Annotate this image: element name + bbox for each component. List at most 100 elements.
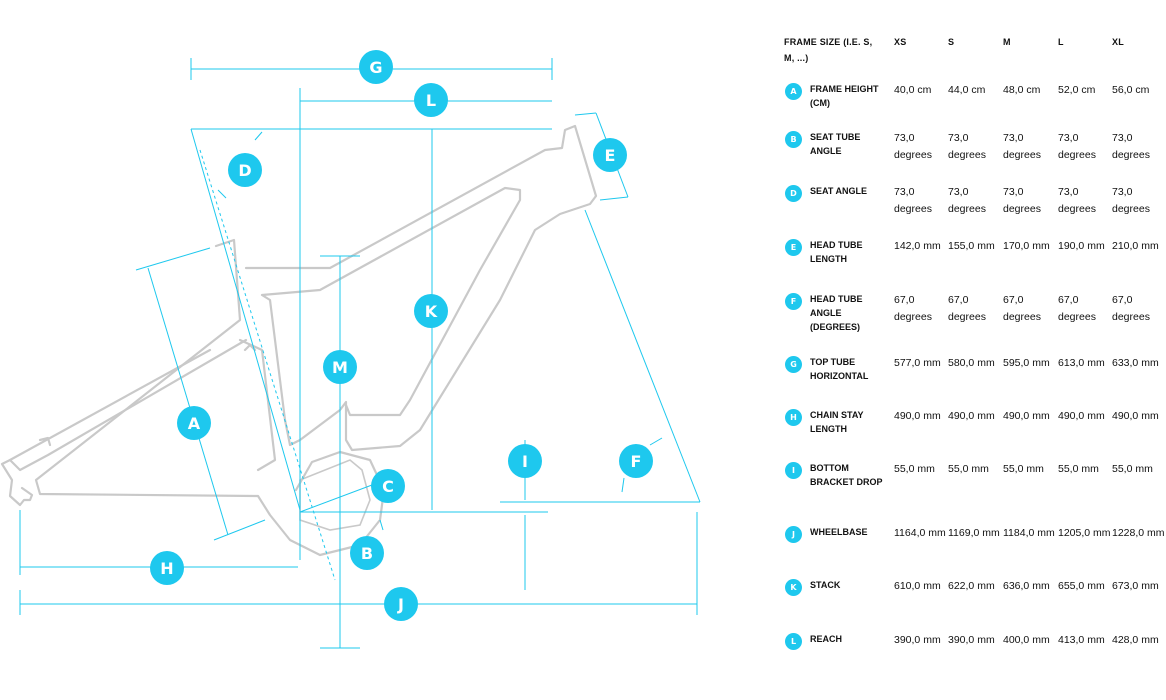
marker-j: J xyxy=(384,587,418,621)
row-value: 622,0 mm xyxy=(948,580,995,592)
row-label: FRAME HEIGHT (CM) xyxy=(810,84,879,108)
row-value: 170,0 mm xyxy=(1003,240,1050,252)
row-value: 580,0 mm xyxy=(948,357,995,369)
row-value: 413,0 mm xyxy=(1058,634,1105,646)
row-value: 490,0 mm xyxy=(1112,410,1159,422)
row-value: 1184,0 mm xyxy=(1003,527,1055,539)
row-value: 73,0 degrees xyxy=(894,186,932,215)
row-value: 44,0 cm xyxy=(948,84,986,96)
row-value: 155,0 mm xyxy=(948,240,995,252)
row-value: 52,0 cm xyxy=(1058,84,1096,96)
row-value: 633,0 mm xyxy=(1112,357,1159,369)
row-value: 55,0 mm xyxy=(1003,463,1044,475)
frame-geometry-diagram: G L D E K M A I F C H B J xyxy=(0,50,701,649)
svg-text:A: A xyxy=(188,414,201,433)
row-label: REACH xyxy=(810,634,843,644)
svg-text:H: H xyxy=(160,559,173,578)
svg-text:B: B xyxy=(361,544,373,563)
row-value: 613,0 mm xyxy=(1058,357,1105,369)
row-marker-badge: F xyxy=(785,293,802,310)
row-marker-badge: I xyxy=(785,462,802,479)
size-header-l: L xyxy=(1058,37,1064,47)
row-value: 67,0 degrees xyxy=(1003,294,1041,323)
marker-h: H xyxy=(150,551,184,585)
row-value: 390,0 mm xyxy=(948,634,995,646)
marker-a: A xyxy=(177,406,211,440)
marker-f: F xyxy=(619,444,653,478)
row-value: 210,0 mm xyxy=(1112,240,1159,252)
row-value: 490,0 mm xyxy=(1003,410,1050,422)
row-marker-badge: G xyxy=(785,356,802,373)
size-header-s: S xyxy=(948,37,955,47)
row-value: 673,0 mm xyxy=(1112,580,1159,592)
svg-text:C: C xyxy=(382,477,394,496)
row-marker-badge: L xyxy=(785,633,802,650)
row-value: 55,0 mm xyxy=(948,463,989,475)
svg-text:F: F xyxy=(631,452,642,471)
marker-g: G xyxy=(359,50,393,84)
svg-text:K: K xyxy=(425,302,438,321)
row-value: 400,0 mm xyxy=(1003,634,1050,646)
size-header-xs: XS xyxy=(894,37,907,47)
row-value: 655,0 mm xyxy=(1058,580,1105,592)
row-label: HEAD TUBE LENGTH xyxy=(810,240,863,264)
marker-c: C xyxy=(371,469,405,503)
row-marker-badge: K xyxy=(785,579,802,596)
svg-text:J: J xyxy=(397,595,404,614)
row-value: 636,0 mm xyxy=(1003,580,1050,592)
row-value: 73,0 degrees xyxy=(948,186,986,215)
row-marker-badge: D xyxy=(785,185,802,202)
row-label: SEAT ANGLE xyxy=(810,186,868,196)
svg-text:M: M xyxy=(332,358,348,377)
row-marker-badge: A xyxy=(785,83,802,100)
marker-k: K xyxy=(414,294,448,328)
svg-text:L: L xyxy=(426,91,436,110)
row-value: 577,0 mm xyxy=(894,357,941,369)
row-value: 67,0 degrees xyxy=(1058,294,1096,323)
row-value: 142,0 mm xyxy=(894,240,941,252)
row-label: SEAT TUBE ANGLE xyxy=(810,132,861,156)
row-value: 67,0 degrees xyxy=(894,294,932,323)
row-value: 1228,0 mm xyxy=(1112,527,1165,539)
size-header-m: M xyxy=(1003,37,1011,47)
marker-b: B xyxy=(350,536,384,570)
marker-m: M xyxy=(323,350,357,384)
row-label: BOTTOM BRACKET DROP xyxy=(810,463,883,487)
row-value: 73,0 degrees xyxy=(1003,132,1041,161)
row-value: 1164,0 mm xyxy=(894,527,946,539)
row-value: 490,0 mm xyxy=(948,410,995,422)
row-value: 73,0 degrees xyxy=(1003,186,1041,215)
row-value: 73,0 degrees xyxy=(1112,186,1150,215)
marker-i: I xyxy=(508,444,542,478)
row-value: 73,0 degrees xyxy=(1058,186,1096,215)
row-marker-badge: H xyxy=(785,409,802,426)
row-value: 67,0 degrees xyxy=(948,294,986,323)
row-value: 73,0 degrees xyxy=(894,132,932,161)
frame-size-header: FRAME SIZE (I.E. S, M, ...) xyxy=(784,37,873,63)
row-value: 1169,0 mm xyxy=(948,527,1000,539)
row-value: 490,0 mm xyxy=(1058,410,1105,422)
row-value: 190,0 mm xyxy=(1058,240,1105,252)
row-value: 55,0 mm xyxy=(1058,463,1099,475)
row-value: 73,0 degrees xyxy=(948,132,986,161)
row-value: 610,0 mm xyxy=(894,580,941,592)
row-value: 67,0 degrees xyxy=(1112,294,1150,323)
row-label: TOP TUBE HORIZONTAL xyxy=(810,357,869,381)
row-value: 1205,0 mm xyxy=(1058,527,1111,539)
svg-text:D: D xyxy=(238,161,251,180)
row-value: 48,0 cm xyxy=(1003,84,1041,96)
marker-l: L xyxy=(414,83,448,117)
marker-d: D xyxy=(228,153,262,187)
row-value: 390,0 mm xyxy=(894,634,941,646)
row-value: 428,0 mm xyxy=(1112,634,1159,646)
row-value: 73,0 degrees xyxy=(1058,132,1096,161)
row-label: HEAD TUBE ANGLE (DEGREES) xyxy=(810,294,863,332)
svg-text:E: E xyxy=(605,146,616,165)
svg-text:G: G xyxy=(369,58,382,77)
row-value: 490,0 mm xyxy=(894,410,941,422)
row-value: 55,0 mm xyxy=(894,463,935,475)
size-header-xl: XL xyxy=(1112,37,1124,47)
svg-text:I: I xyxy=(522,452,528,471)
row-value: 40,0 cm xyxy=(894,84,932,96)
bike-frame-outline xyxy=(0,124,598,557)
